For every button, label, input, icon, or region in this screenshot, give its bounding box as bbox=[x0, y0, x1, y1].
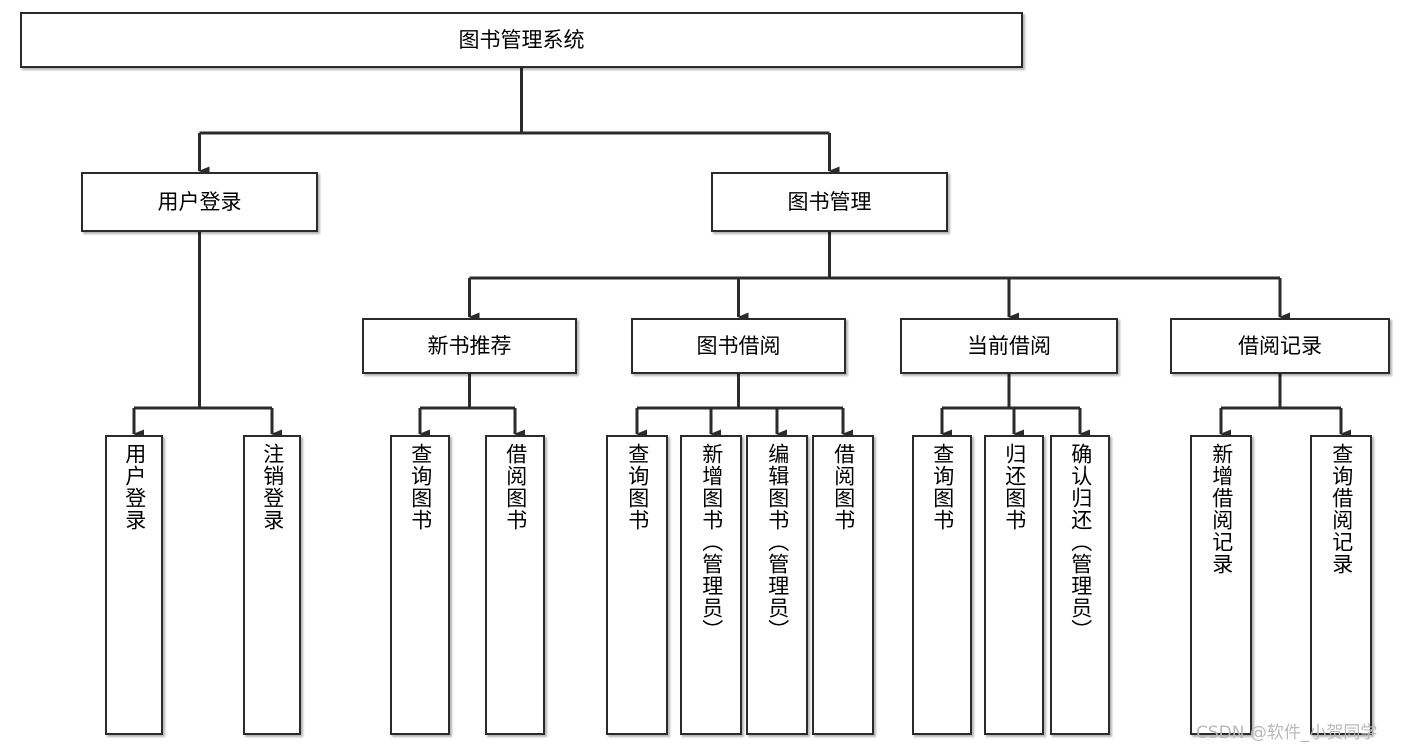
node-label-leaf-new-2: 借阅图书 bbox=[503, 443, 528, 531]
node-label-current: 当前借阅 bbox=[967, 333, 1051, 358]
node-leaf-login-1[interactable]: 用户登录 bbox=[105, 435, 163, 735]
node-leaf-rec-2[interactable]: 查询借阅记录 bbox=[1310, 435, 1372, 735]
node-label-login: 用户登录 bbox=[157, 189, 242, 214]
node-label-leaf-cur-3: 确认归还（管理员） bbox=[1068, 443, 1093, 641]
node-label-leaf-bor-4: 借阅图书 bbox=[831, 443, 856, 531]
node-records[interactable]: 借阅记录 bbox=[1170, 318, 1390, 374]
node-label-leaf-login-1: 用户登录 bbox=[122, 443, 147, 531]
node-label-leaf-cur-1: 查询图书 bbox=[930, 443, 955, 531]
node-label-leaf-rec-2: 查询借阅记录 bbox=[1329, 443, 1354, 575]
node-newbook[interactable]: 新书推荐 bbox=[362, 318, 577, 374]
node-label-leaf-new-1: 查询图书 bbox=[408, 443, 433, 531]
node-leaf-cur-3[interactable]: 确认归还（管理员） bbox=[1050, 435, 1110, 735]
node-label-leaf-bor-2: 新增图书（管理员） bbox=[699, 443, 724, 641]
node-leaf-bor-2[interactable]: 新增图书（管理员） bbox=[680, 435, 742, 735]
node-root[interactable]: 图书管理系统 bbox=[20, 12, 1023, 68]
node-leaf-new-2[interactable]: 借阅图书 bbox=[485, 435, 545, 735]
node-label-leaf-login-2: 注销登录 bbox=[260, 443, 285, 531]
node-borrow[interactable]: 图书借阅 bbox=[631, 318, 846, 374]
node-label-records: 借阅记录 bbox=[1238, 333, 1322, 358]
node-current[interactable]: 当前借阅 bbox=[900, 318, 1118, 374]
edge-layer bbox=[132, 68, 1351, 439]
node-label-borrow: 图书借阅 bbox=[696, 333, 781, 358]
node-label-newbook: 新书推荐 bbox=[427, 333, 512, 358]
node-leaf-rec-1[interactable]: 新增借阅记录 bbox=[1190, 435, 1252, 735]
node-label-root: 图书管理系统 bbox=[458, 27, 585, 52]
node-login[interactable]: 用户登录 bbox=[81, 172, 318, 232]
node-label-leaf-bor-1: 查询图书 bbox=[625, 443, 650, 531]
node-leaf-bor-1[interactable]: 查询图书 bbox=[606, 435, 668, 735]
node-label-leaf-cur-2: 归还图书 bbox=[1002, 443, 1027, 531]
node-leaf-bor-4[interactable]: 借阅图书 bbox=[812, 435, 874, 735]
node-label-leaf-rec-1: 新增借阅记录 bbox=[1209, 443, 1234, 575]
node-bookmgmt[interactable]: 图书管理 bbox=[711, 172, 948, 232]
node-leaf-login-2[interactable]: 注销登录 bbox=[243, 435, 301, 735]
node-leaf-bor-3[interactable]: 编辑图书（管理员） bbox=[746, 435, 808, 735]
node-leaf-cur-1[interactable]: 查询图书 bbox=[912, 435, 972, 735]
node-label-bookmgmt: 图书管理 bbox=[787, 189, 872, 214]
node-leaf-cur-2[interactable]: 归还图书 bbox=[984, 435, 1044, 735]
node-label-leaf-bor-3: 编辑图书（管理员） bbox=[765, 443, 790, 641]
node-leaf-new-1[interactable]: 查询图书 bbox=[390, 435, 450, 735]
